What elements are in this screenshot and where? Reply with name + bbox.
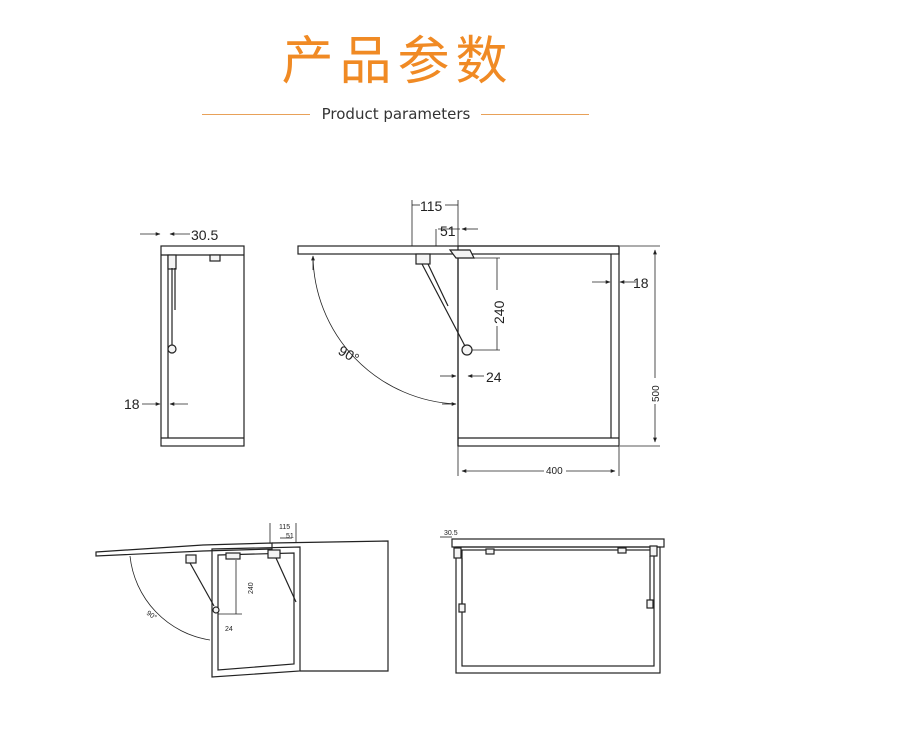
persp-cabinet-side (271, 540, 389, 672)
persp-flap-door (95, 542, 273, 557)
persp-left-bracket (185, 554, 197, 564)
main-dim-51: 51 (440, 223, 456, 239)
main-gas-strut-cylinder (427, 263, 449, 307)
main-dim-115: 115 (420, 198, 443, 214)
main-angle-label: 90° (336, 342, 362, 366)
main-dim-500: 500 (651, 385, 662, 402)
main-cabinet-outline (457, 245, 620, 447)
side-view-drawing: 30.5 18 (124, 227, 245, 447)
side-dim-18: 18 (124, 396, 140, 412)
front-top-board (451, 538, 665, 548)
page-title: 产品参数 (281, 32, 514, 92)
title-divider-left (202, 114, 310, 115)
main-hinge-bracket (415, 253, 431, 265)
front-right-strut-end (646, 599, 654, 609)
front-dim-30-5: 30.5 (444, 530, 458, 537)
front-right-plate (617, 547, 627, 554)
side-hinge-bracket (167, 254, 177, 270)
front-cabinet-inner (461, 549, 655, 667)
persp-cabinet-inner (217, 552, 295, 671)
persp-left-pivot (212, 606, 220, 614)
persp-cabinet-front (211, 546, 301, 678)
main-dim-18: 18 (633, 275, 649, 291)
main-swing-arc (312, 255, 457, 405)
front-left-strut-end (458, 603, 466, 613)
persp-mid-bracket (225, 552, 241, 560)
main-gas-strut (421, 263, 467, 349)
front-left-plate (485, 548, 495, 555)
persp-left-strut (189, 562, 215, 607)
persp-dim-115: 115 (279, 524, 290, 531)
persp-dim-51: 51 (286, 533, 294, 540)
persp-swing-arc (129, 555, 211, 641)
side-top-bracket (209, 254, 221, 262)
persp-angle-label: 90° (145, 609, 158, 622)
side-strut-pivot (167, 344, 177, 354)
front-cabinet-outline (455, 546, 661, 674)
side-cabinet-outline (160, 245, 245, 447)
side-dim-30-5: 30.5 (191, 227, 218, 243)
main-dim-24: 24 (486, 369, 502, 385)
front-view-drawing: 30.5 (440, 530, 665, 674)
front-left-bracket (453, 547, 462, 559)
main-strut-pivot (461, 344, 473, 356)
main-top-bracket (448, 249, 475, 259)
page-subtitle: Product parameters (321, 105, 471, 123)
persp-dim-240: 240 (248, 582, 255, 594)
main-elevation-drawing: 90° 115 51 240 24 18 500 400 (297, 198, 662, 477)
main-dim-240: 240 (491, 300, 507, 324)
title-divider-right (481, 114, 589, 115)
persp-right-strut (275, 557, 297, 603)
main-dim-400: 400 (546, 466, 563, 477)
perspective-drawing: 90° 115 51 240 24 (95, 523, 389, 678)
persp-right-bracket (267, 549, 281, 559)
front-right-bracket (649, 545, 658, 557)
persp-dim-24: 24 (225, 626, 233, 633)
